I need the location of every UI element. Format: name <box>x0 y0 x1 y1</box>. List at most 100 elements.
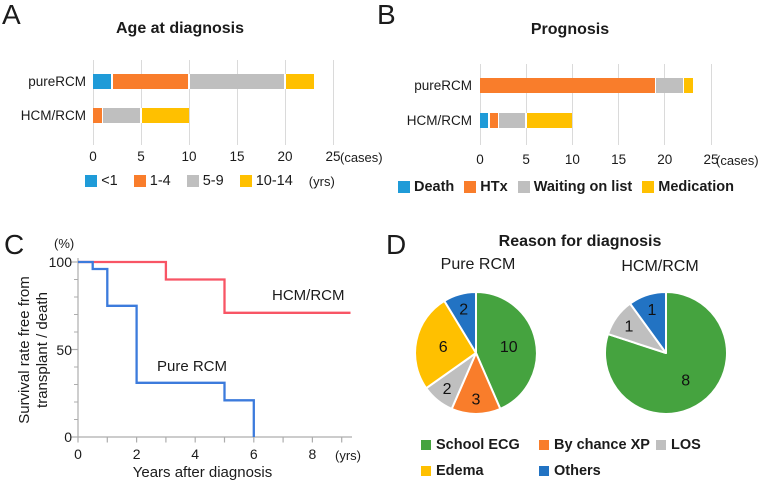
legend-swatch <box>642 181 655 193</box>
axis-tick-label: 10 <box>181 149 197 164</box>
bar-separator <box>682 78 685 93</box>
legend-swatch <box>656 440 666 450</box>
survival-x-tick-label: 2 <box>132 446 141 462</box>
legend-item: Death <box>398 179 454 195</box>
bar-segment-1-4 <box>93 108 103 123</box>
legend-swatch <box>186 175 199 187</box>
gridline <box>140 60 142 145</box>
legend-label: Waiting on list <box>533 179 633 195</box>
legend-label: 10-14 <box>255 173 293 189</box>
survival-y-tick-label: 0 <box>64 429 72 445</box>
bar-segment-Death <box>480 113 490 128</box>
gridline <box>664 64 666 145</box>
pure-rcm-pie-title: Pure RCM <box>440 256 516 273</box>
bar-segment-10-14 <box>285 74 314 89</box>
legend-swatch <box>539 466 549 476</box>
legend-item: Waiting on list <box>517 179 633 195</box>
gridline <box>236 60 238 145</box>
axis-tick-label: 20 <box>277 149 293 164</box>
pure-rcm-series-label: Pure RCM <box>157 358 228 375</box>
pie-slice-Others <box>443 291 477 354</box>
bar-segment-HTx <box>489 113 499 128</box>
bar-separator <box>111 74 113 89</box>
axis-tick-label: 10 <box>564 152 580 167</box>
legend-label: By chance XP <box>554 437 650 453</box>
pie-slice-Edema <box>414 299 477 390</box>
pie-value-label: 8 <box>681 373 690 390</box>
axis-tick-label: 20 <box>657 152 673 167</box>
survival-x-tick-label: 8 <box>308 446 317 462</box>
bar-separator <box>654 78 657 93</box>
category-label: HCM/RCM <box>20 108 86 123</box>
axis-tick-label: 5 <box>137 149 145 164</box>
legend-item: 1-4 <box>133 173 171 189</box>
survival-y-unit-label: (%) <box>54 236 75 251</box>
bar-separator <box>140 108 142 123</box>
pie-value-label: 10 <box>500 339 518 356</box>
bar-segment-1-4 <box>112 74 189 89</box>
category-label: pureRCM <box>414 78 472 93</box>
gridline <box>332 60 334 145</box>
age-at-diagnosis-title: Age at diagnosis <box>115 20 245 37</box>
bar-separator <box>525 113 527 128</box>
legend-label: Edema <box>436 463 484 479</box>
gridline <box>479 64 481 145</box>
axis-tick-label: 5 <box>522 152 530 167</box>
axis-unit-label: (cases) <box>716 153 759 168</box>
legend-swatch <box>539 440 549 450</box>
pie-value-label: 2 <box>459 302 468 319</box>
legend-item: Medication <box>642 179 734 195</box>
panel-c-letter: C <box>4 229 25 260</box>
bar-segment-10-14 <box>141 108 189 123</box>
legend-item: Edema <box>421 463 484 479</box>
survival-x-axis-title: Years after diagnosis <box>132 464 273 481</box>
gridline <box>92 60 94 145</box>
legend-item: LOS <box>656 437 701 453</box>
legend-swatch <box>398 181 410 193</box>
gridline <box>618 64 620 145</box>
survival-series-HCM/RCM <box>78 260 351 314</box>
legend-label: School ECG <box>436 437 520 453</box>
legend-item: School ECG <box>421 437 520 453</box>
survival-y-tick-label: 50 <box>56 341 72 358</box>
gridline <box>525 64 527 145</box>
axis-unit-label: (cases) <box>340 150 383 165</box>
legend-label: LOS <box>671 437 701 453</box>
legend-swatch <box>421 466 431 476</box>
axis-tick-label: 25 <box>325 149 341 164</box>
bar-separator <box>497 113 500 128</box>
panel-a-letter: A <box>2 0 21 30</box>
gridline <box>571 64 573 145</box>
legend-swatch <box>85 175 98 187</box>
category-label: HCM/RCM <box>406 113 472 128</box>
prognosis-title: Prognosis <box>530 21 610 38</box>
legend-swatch <box>239 175 252 187</box>
legend-item: 10-14 <box>239 173 293 189</box>
survival-x-tick-label: 6 <box>249 446 258 462</box>
pie-value-label: 1 <box>625 319 634 336</box>
legend-label: Death <box>414 179 455 195</box>
legend-label: Medication <box>658 179 734 195</box>
bar-segment-5-9 <box>102 108 141 123</box>
axis-tick-label: 15 <box>611 152 627 167</box>
axis-tick-label: 0 <box>89 149 97 164</box>
legend-item: <1 <box>85 173 118 189</box>
survival-x-tick-label: 0 <box>74 446 82 462</box>
bar-separator <box>284 74 286 89</box>
legend-label: 1-4 <box>149 173 171 189</box>
pie-slice-School ECG <box>475 291 538 410</box>
pie-slice-Others <box>629 290 667 354</box>
gridline <box>284 60 286 145</box>
axis-tick-label: 25 <box>703 152 719 167</box>
reason-for-diagnosis-title: Reason for diagnosis <box>498 233 662 250</box>
axis-tick-label: 15 <box>229 149 245 164</box>
bar-segment-<1 <box>93 74 113 89</box>
panel-d-letter: D <box>386 229 407 260</box>
bar-separator <box>188 74 190 89</box>
bar-separator <box>101 108 104 123</box>
bar-segment-Medication <box>683 78 693 93</box>
category-label: pureRCM <box>28 74 86 89</box>
